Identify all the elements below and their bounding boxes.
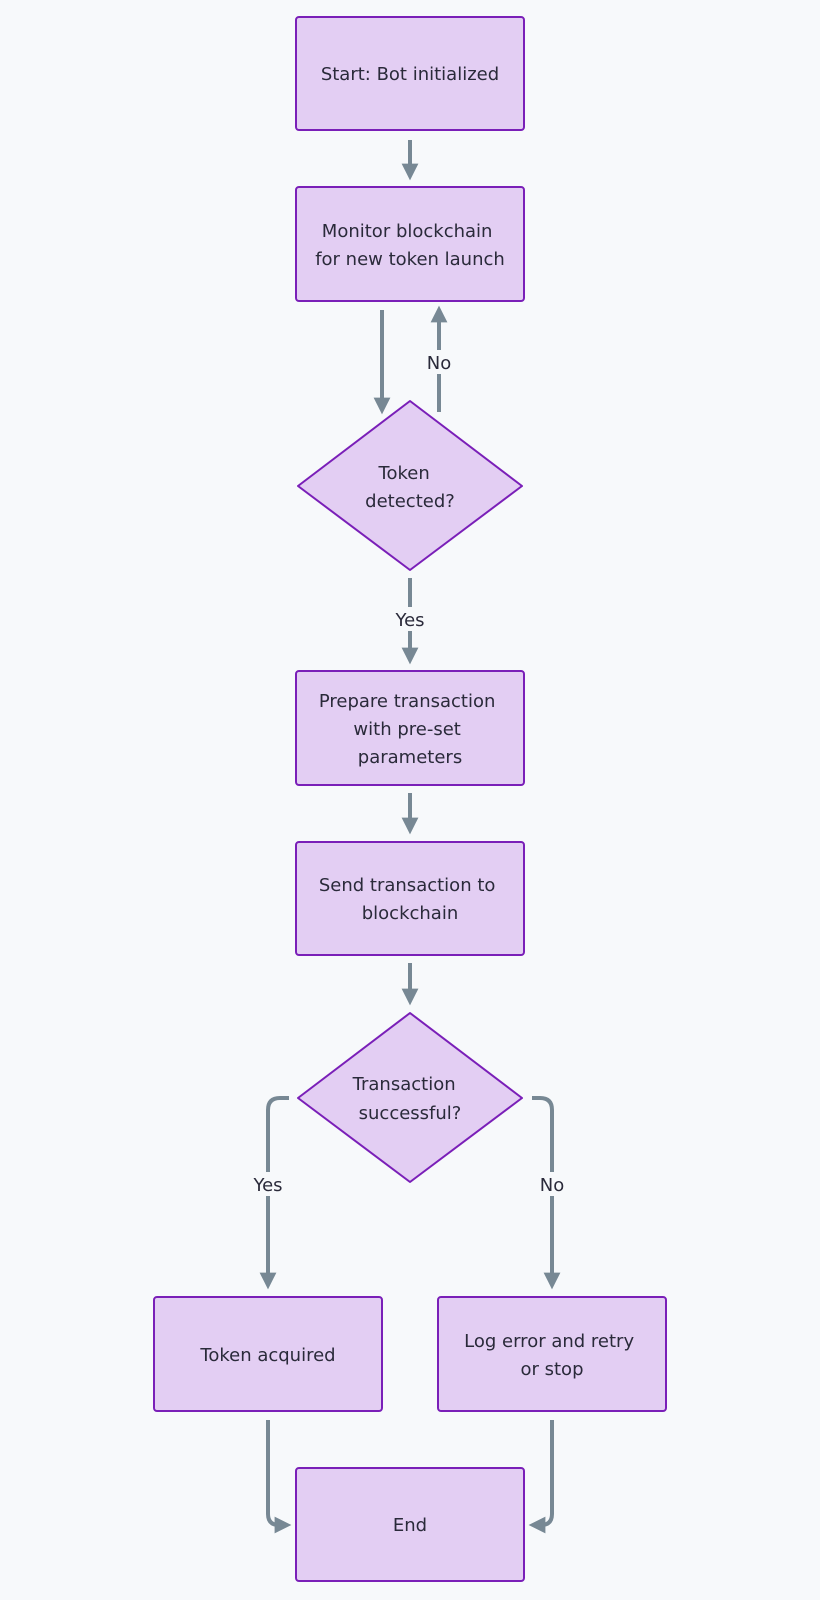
node-token-detected: Token detected? (297, 400, 523, 571)
node-send-label: Send transaction to blockchain (319, 875, 501, 924)
node-tx-success-label: Transaction successful? (352, 1074, 462, 1124)
edge-log-error-to-end (528, 1420, 554, 1534)
node-log-error: Log error and retry or stop (437, 1296, 667, 1412)
node-log-error-label: Log error and retry or stop (464, 1331, 640, 1380)
node-monitor: Monitor blockchain for new token launch (295, 186, 525, 302)
edges (259, 140, 561, 1534)
edge-tx-success-yes-to-acquired (259, 1096, 289, 1290)
node-end-label: End (393, 1515, 427, 1536)
node-start-label: Start: Bot initialized (321, 64, 499, 85)
node-prepare-label: Prepare transaction with pre-set paramet… (319, 691, 501, 768)
node-prepare: Prepare transaction with pre-set paramet… (295, 670, 525, 786)
node-send: Send transaction to blockchain (295, 841, 525, 956)
node-acquired-label: Token acquired (199, 1345, 335, 1366)
node-tx-success: Transaction successful? (297, 1012, 523, 1183)
node-end: End (295, 1467, 525, 1582)
edge-labels: No Yes Yes No (248, 350, 570, 1196)
edge-acquired-to-end (266, 1420, 292, 1534)
edge-label-success-no: No (540, 1175, 564, 1196)
node-start: Start: Bot initialized (295, 16, 525, 131)
node-monitor-label: Monitor blockchain for new token launch (315, 221, 505, 270)
edge-label-detected-yes: Yes (394, 610, 424, 631)
edge-label-detected-no: No (427, 353, 451, 374)
node-acquired: Token acquired (153, 1296, 383, 1412)
edge-tx-success-no-to-log-error (532, 1096, 561, 1290)
node-token-detected-label: Token detected? (365, 463, 455, 512)
edge-label-success-yes: Yes (252, 1175, 282, 1196)
